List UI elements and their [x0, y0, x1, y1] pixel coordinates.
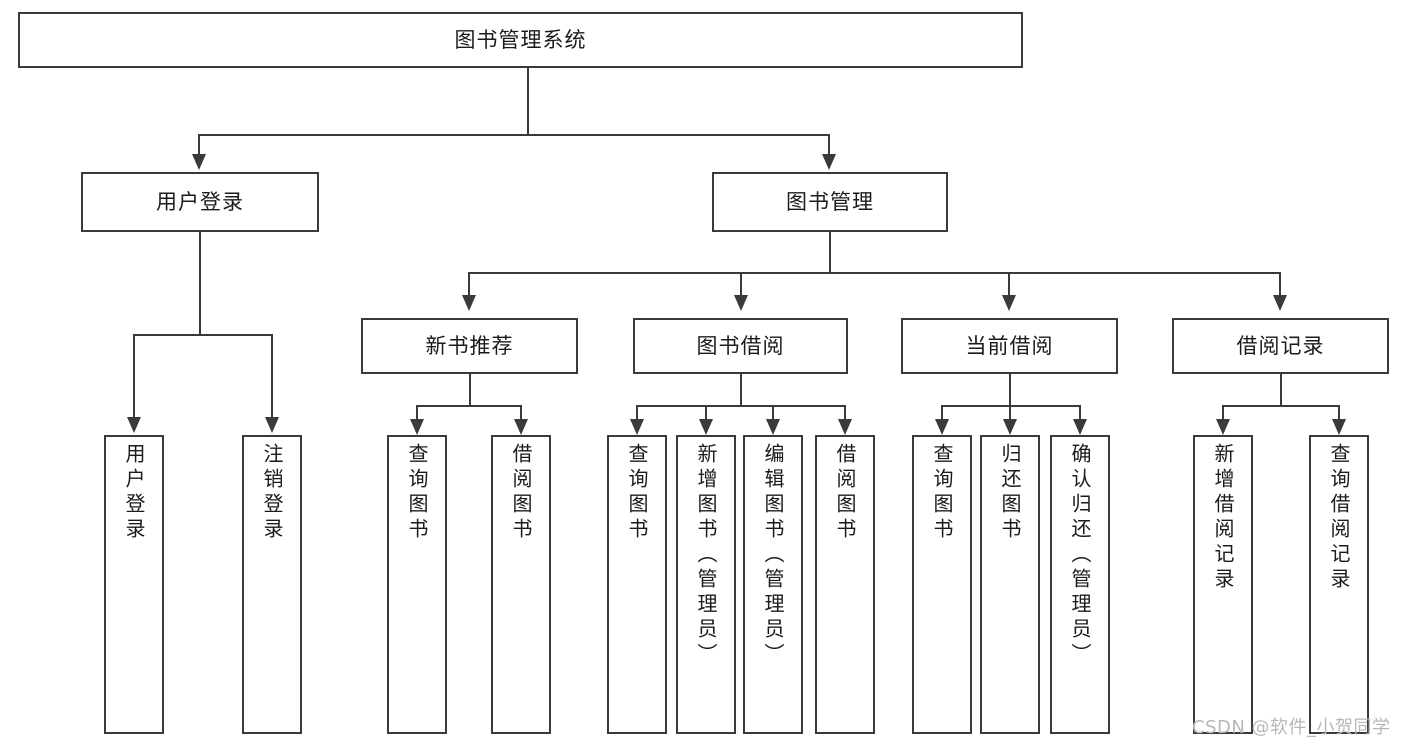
node-leaf-user-logout[interactable]: 注销登录: [242, 435, 302, 734]
connector-root-bar: [198, 134, 830, 136]
node-leaf-add-record-label: 新增借阅记录: [1211, 443, 1235, 593]
csdn-watermark: CSDN @软件_小贺同学: [1192, 717, 1391, 738]
connector-user-login-bar: [133, 334, 273, 336]
node-root-label: 图书管理系统: [454, 27, 587, 52]
node-leaf-query-book-3-label: 查询图书: [930, 443, 954, 543]
arrow-to-leaf-borrow-book-1: [514, 419, 528, 435]
connector-user-login-right: [271, 334, 273, 418]
arrow-root-to-book-manage: [822, 154, 836, 170]
connector-cb-stem: [1009, 374, 1011, 406]
arrow-to-leaf-query-record: [1332, 419, 1346, 435]
node-leaf-edit-book[interactable]: 编辑图书（管理员）: [743, 435, 803, 734]
connector-cb-c2: [1009, 405, 1011, 420]
connector-user-login-left: [133, 334, 135, 418]
node-book-borrow-label: 图书借阅: [696, 333, 785, 358]
arrow-to-leaf-edit-book: [766, 419, 780, 435]
node-book-borrow[interactable]: 图书借阅: [633, 318, 848, 374]
connector-nbr-bar: [416, 405, 522, 407]
arrow-to-leaf-query-book-3: [935, 419, 949, 435]
connector-bb-c3: [772, 405, 774, 420]
node-new-book-rec-label: 新书推荐: [425, 333, 514, 358]
arrow-to-leaf-user-logout: [265, 417, 279, 433]
node-leaf-borrow-book-1[interactable]: 借阅图书: [491, 435, 551, 734]
connector-cb-c3: [1079, 405, 1081, 420]
node-current-borrow[interactable]: 当前借阅: [901, 318, 1118, 374]
arrow-to-leaf-user-login: [127, 417, 141, 433]
connector-bb-c1: [636, 405, 638, 420]
connector-bm-to-book-borrow: [740, 272, 742, 296]
connector-bb-c2: [705, 405, 707, 420]
node-user-login-label: 用户登录: [156, 189, 244, 214]
node-leaf-user-login-label: 用户登录: [122, 443, 146, 543]
arrow-to-leaf-borrow-book-2: [838, 419, 852, 435]
node-leaf-query-book-1-label: 查询图书: [405, 443, 429, 543]
node-leaf-confirm-return[interactable]: 确认归还（管理员）: [1050, 435, 1110, 734]
arrow-to-leaf-return-book: [1003, 419, 1017, 435]
node-leaf-borrow-book-2[interactable]: 借阅图书: [815, 435, 875, 734]
connector-bb-bar: [636, 405, 846, 407]
node-leaf-return-book[interactable]: 归还图书: [980, 435, 1040, 734]
node-leaf-borrow-book-1-label: 借阅图书: [509, 443, 533, 543]
node-leaf-return-book-label: 归还图书: [998, 443, 1022, 543]
arrow-to-borrow-record: [1273, 295, 1287, 311]
node-leaf-confirm-return-label: 确认归还（管理员）: [1068, 443, 1092, 668]
node-borrow-record-label: 借阅记录: [1236, 333, 1325, 358]
node-leaf-user-logout-label: 注销登录: [260, 443, 284, 543]
node-leaf-query-book-2-label: 查询图书: [625, 443, 649, 543]
arrow-to-book-borrow: [734, 295, 748, 311]
arrow-root-to-user-login: [192, 154, 206, 170]
connector-nbr-left: [416, 405, 418, 420]
connector-book-manage-bar: [468, 272, 1281, 274]
arrow-to-leaf-query-book-2: [630, 419, 644, 435]
connector-nbr-stem: [469, 374, 471, 406]
connector-book-manage-stem: [829, 232, 831, 273]
connector-bb-stem: [740, 374, 742, 406]
node-leaf-query-book-2[interactable]: 查询图书: [607, 435, 667, 734]
node-leaf-add-book[interactable]: 新增图书（管理员）: [676, 435, 736, 734]
node-leaf-add-record[interactable]: 新增借阅记录: [1193, 435, 1253, 734]
connector-bb-c4: [844, 405, 846, 420]
node-book-manage-label: 图书管理: [786, 189, 874, 214]
arrow-to-current-borrow: [1002, 295, 1016, 311]
node-leaf-query-record-label: 查询借阅记录: [1327, 443, 1351, 593]
connector-cb-bar: [941, 405, 1081, 407]
connector-bm-to-new-book-rec: [468, 272, 470, 296]
connector-user-login-stem: [199, 232, 201, 335]
connector-br-bar: [1222, 405, 1340, 407]
node-current-borrow-label: 当前借阅: [965, 333, 1054, 358]
node-user-login[interactable]: 用户登录: [81, 172, 319, 232]
node-leaf-add-book-label: 新增图书（管理员）: [694, 443, 718, 668]
node-leaf-query-book-3[interactable]: 查询图书: [912, 435, 972, 734]
arrow-to-leaf-query-book-1: [410, 419, 424, 435]
node-leaf-borrow-book-2-label: 借阅图书: [833, 443, 857, 543]
connector-br-left: [1222, 405, 1224, 420]
arrow-to-leaf-add-record: [1216, 419, 1230, 435]
arrow-to-leaf-confirm-return: [1073, 419, 1087, 435]
connector-br-stem: [1280, 374, 1282, 406]
connector-cb-c1: [941, 405, 943, 420]
connector-root-to-user-login: [198, 134, 200, 156]
node-leaf-query-record[interactable]: 查询借阅记录: [1309, 435, 1369, 734]
connector-nbr-right: [520, 405, 522, 420]
node-root[interactable]: 图书管理系统: [18, 12, 1023, 68]
node-leaf-user-login[interactable]: 用户登录: [104, 435, 164, 734]
connector-bm-to-borrow-record: [1279, 272, 1281, 296]
arrow-to-new-book-rec: [462, 295, 476, 311]
arrow-to-leaf-add-book: [699, 419, 713, 435]
connector-root-to-book-manage: [828, 134, 830, 156]
connector-root-stem: [527, 68, 529, 135]
connector-bm-to-current-borrow: [1008, 272, 1010, 296]
node-leaf-query-book-1[interactable]: 查询图书: [387, 435, 447, 734]
connector-br-right: [1338, 405, 1340, 420]
node-book-manage[interactable]: 图书管理: [712, 172, 948, 232]
node-leaf-edit-book-label: 编辑图书（管理员）: [761, 443, 785, 668]
node-borrow-record[interactable]: 借阅记录: [1172, 318, 1389, 374]
node-new-book-rec[interactable]: 新书推荐: [361, 318, 578, 374]
